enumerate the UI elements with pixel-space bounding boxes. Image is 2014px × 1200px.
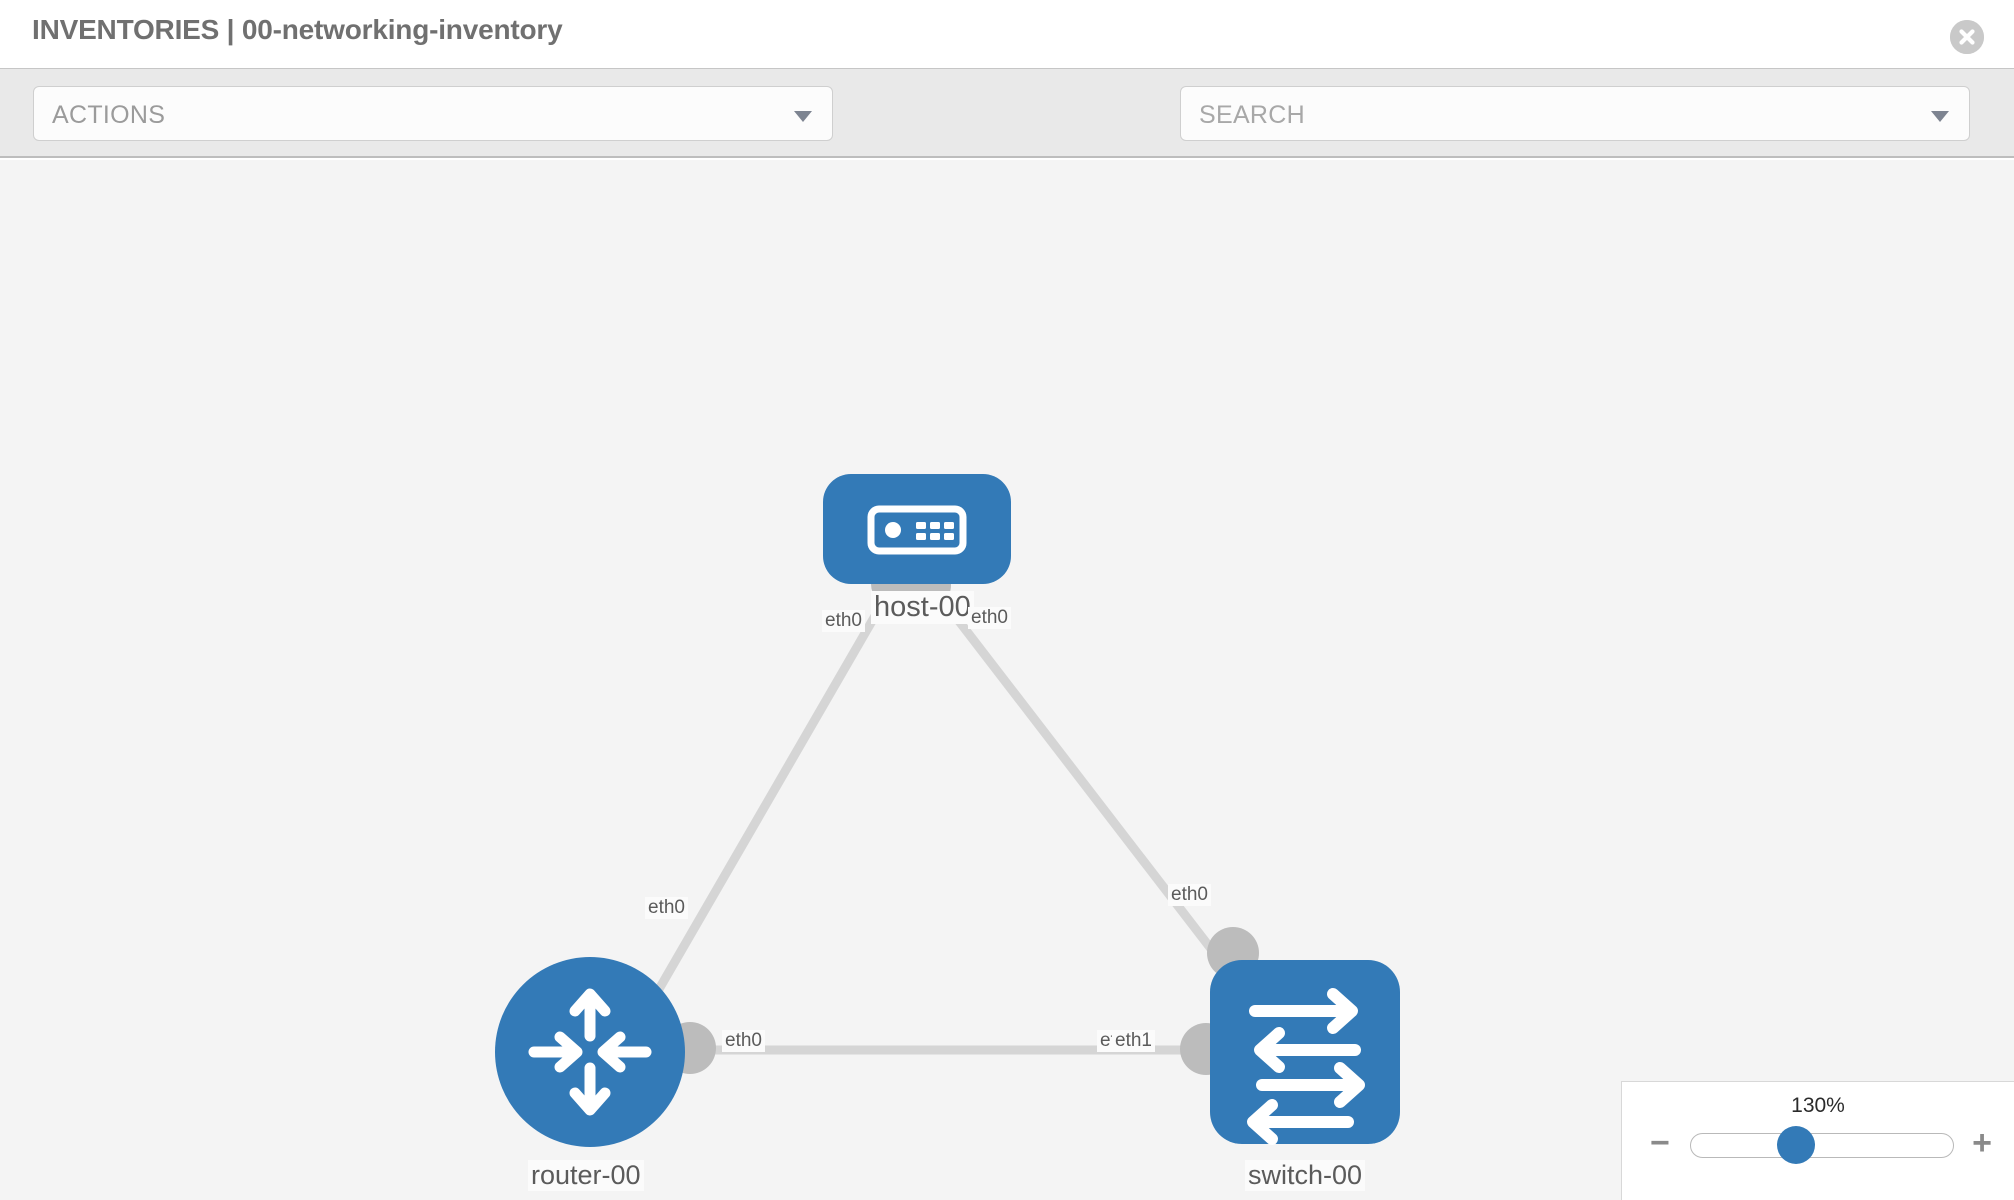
search-placeholder: SEARCH — [1199, 101, 1305, 129]
iface-label-host-left: eth0 — [822, 610, 865, 632]
server-icon — [867, 505, 967, 555]
page-title: INVENTORIES | 00-networking-inventory — [32, 14, 563, 45]
chevron-down-icon — [1931, 111, 1949, 122]
iface-label-host-right: eth0 — [968, 607, 1011, 629]
minus-icon[interactable]: − — [1650, 1124, 1670, 1162]
node-router-00 — [495, 957, 685, 1147]
topology-connectors — [664, 559, 1259, 1075]
close-icon[interactable] — [1950, 20, 1984, 54]
router-icon — [528, 988, 652, 1116]
chevron-down-icon — [794, 111, 812, 122]
zoom-slider-thumb[interactable] — [1777, 1126, 1815, 1164]
edge-host-router — [636, 587, 894, 1025]
zoom-slider-track[interactable] — [1690, 1133, 1954, 1158]
zoom-level-value: 130% — [1791, 1094, 1845, 1117]
plus-icon[interactable]: + — [1972, 1124, 1992, 1162]
toolbar: ACTIONS SEARCH — [0, 68, 2014, 200]
iface-label-switch-left: eth1 — [1112, 1030, 1155, 1052]
node-label-host-00: host-00 — [871, 591, 974, 624]
zoom-control-panel: 130% − + — [1621, 1081, 2014, 1200]
node-host-00 — [823, 474, 1011, 584]
actions-dropdown[interactable]: ACTIONS — [33, 86, 833, 141]
iface-label-switch-up: eth0 — [1168, 884, 1211, 906]
node-host-00-shape — [823, 474, 1011, 584]
topology-edges — [636, 587, 1239, 1055]
edge-host-switch — [931, 587, 1239, 983]
node-label-router-00: router-00 — [528, 1160, 644, 1191]
actions-dropdown-label: ACTIONS — [52, 101, 166, 129]
page-header: INVENTORIES | 00-networking-inventory — [0, 0, 2014, 68]
node-switch-00 — [1210, 960, 1400, 1145]
topology-graph — [495, 474, 1400, 1147]
switch-icon — [1247, 988, 1365, 1145]
topology-canvas[interactable]: host-00 router-00 switch-00 eth0 eth0 et… — [0, 160, 2014, 1200]
node-router-00-shape — [495, 957, 685, 1147]
iface-label-router-right: eth0 — [722, 1030, 765, 1052]
search-input[interactable]: SEARCH — [1180, 86, 1970, 141]
node-label-switch-00: switch-00 — [1245, 1160, 1366, 1191]
iface-label-router-up: eth0 — [645, 897, 688, 919]
